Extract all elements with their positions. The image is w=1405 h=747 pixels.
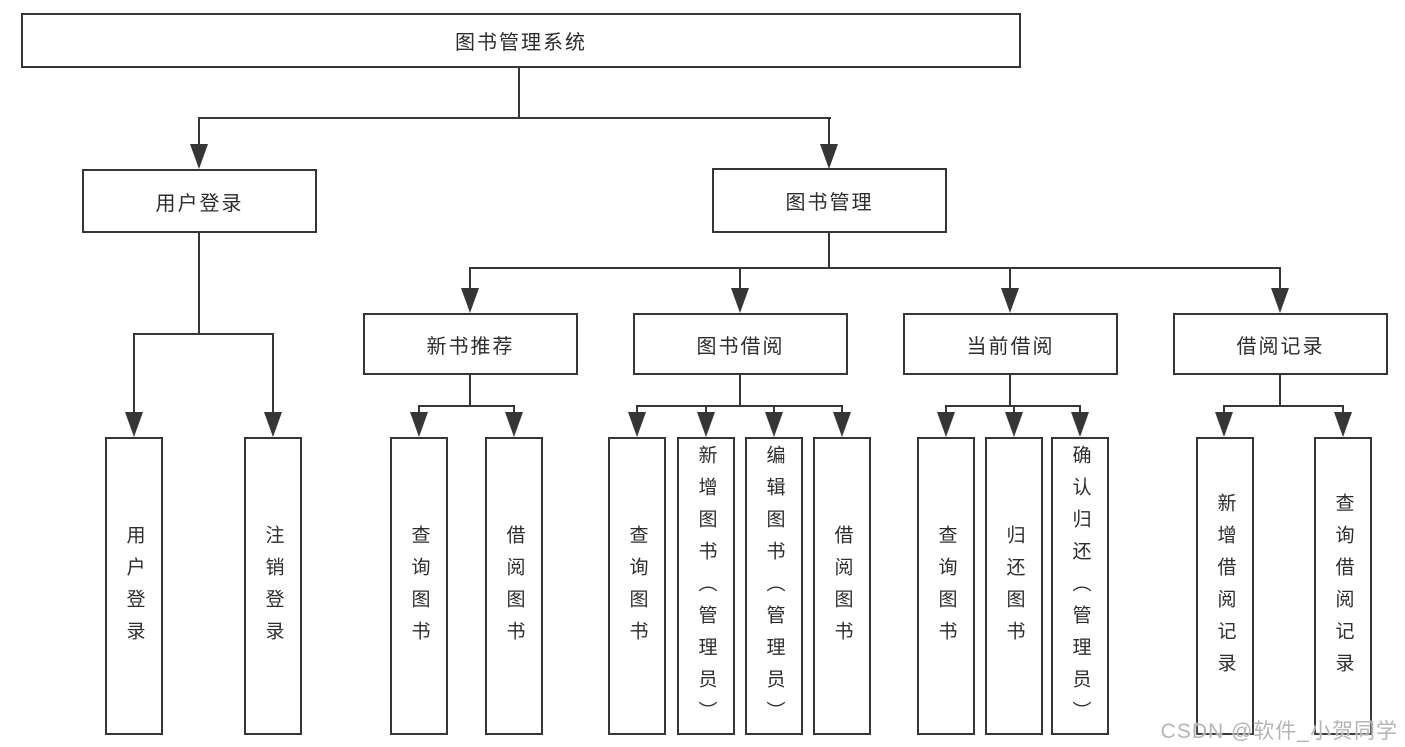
connector-drop bbox=[705, 405, 707, 414]
node-new-book-recommend: 新书推荐 bbox=[363, 313, 578, 375]
connector-rec-bus bbox=[418, 405, 515, 407]
connector-drop bbox=[1079, 405, 1081, 414]
connector-drop bbox=[828, 117, 830, 145]
arrowhead-icon bbox=[628, 412, 646, 437]
arrowhead-icon bbox=[731, 288, 749, 313]
connector-drop bbox=[198, 117, 200, 145]
connector-drop bbox=[513, 405, 515, 414]
connector-drop bbox=[841, 405, 843, 414]
arrowhead-icon bbox=[1071, 412, 1089, 437]
connector-bb-bus bbox=[636, 405, 843, 407]
node-library-management-system: 图书管理系统 bbox=[21, 13, 1021, 68]
arrowhead-icon bbox=[410, 412, 428, 437]
arrowhead-icon bbox=[1001, 288, 1019, 313]
arrowhead-icon bbox=[765, 412, 783, 437]
arrowhead-icon bbox=[1271, 288, 1289, 313]
connector-drop bbox=[1342, 405, 1344, 414]
leaf-query-books: 查询图书 bbox=[917, 437, 975, 735]
leaf-borrow-books: 借阅图书 bbox=[813, 437, 871, 735]
connector-drop bbox=[945, 405, 947, 414]
connector-bb-stub bbox=[739, 375, 741, 407]
arrowhead-icon bbox=[125, 412, 143, 437]
leaf-query-books: 查询图书 bbox=[608, 437, 666, 735]
connector-drop bbox=[469, 267, 471, 290]
leaf-query-borrow-record: 查询借阅记录 bbox=[1314, 437, 1372, 735]
connector-br-bus bbox=[1223, 405, 1344, 407]
node-book-borrowing: 图书借阅 bbox=[633, 313, 848, 375]
leaf-borrow-books: 借阅图书 bbox=[485, 437, 543, 735]
arrowhead-icon bbox=[1334, 412, 1352, 437]
arrowhead-icon bbox=[190, 144, 208, 169]
connector-rec-stub bbox=[469, 375, 471, 407]
leaf-return-books: 归还图书 bbox=[985, 437, 1043, 735]
node-current-borrowing: 当前借阅 bbox=[903, 313, 1118, 375]
connector-drop bbox=[418, 405, 420, 414]
connector-br-stub bbox=[1279, 375, 1281, 407]
connector-drop bbox=[773, 405, 775, 414]
node-user-login: 用户登录 bbox=[82, 169, 317, 233]
node-book-management: 图书管理 bbox=[712, 168, 947, 233]
connector-mgmt-stub bbox=[828, 233, 830, 269]
connector-login-bus bbox=[133, 333, 274, 335]
leaf-edit-books-admin: 编辑图书（管理员） bbox=[745, 437, 803, 735]
arrowhead-icon bbox=[1215, 412, 1233, 437]
leaf-add-borrow-record: 新增借阅记录 bbox=[1196, 437, 1254, 735]
leaf-logout: 注销登录 bbox=[244, 437, 302, 735]
arrowhead-icon bbox=[697, 412, 715, 437]
connector-root-stub bbox=[518, 67, 520, 118]
connector-drop bbox=[636, 405, 638, 414]
arrowhead-icon bbox=[937, 412, 955, 437]
arrowhead-icon bbox=[1005, 412, 1023, 437]
arrowhead-icon bbox=[505, 412, 523, 437]
leaf-confirm-return-admin: 确认归还（管理员） bbox=[1051, 437, 1109, 735]
connector-cb-stub bbox=[1009, 375, 1011, 407]
connector-drop bbox=[739, 267, 741, 290]
leaf-query-books: 查询图书 bbox=[390, 437, 448, 735]
connector-drop bbox=[1279, 267, 1281, 290]
connector-drop bbox=[1009, 267, 1011, 290]
arrowhead-icon bbox=[833, 412, 851, 437]
arrowhead-icon bbox=[461, 288, 479, 313]
arrowhead-icon bbox=[264, 412, 282, 437]
node-borrowing-records: 借阅记录 bbox=[1173, 313, 1388, 375]
connector-drop bbox=[1013, 405, 1015, 414]
connector-drop bbox=[1223, 405, 1225, 414]
connector-drop bbox=[133, 333, 135, 413]
connector-root-bus bbox=[198, 117, 831, 119]
connector-login-stub bbox=[198, 233, 200, 335]
leaf-add-books-admin: 新增图书（管理员） bbox=[677, 437, 735, 735]
watermark-text: CSDN @软件_小贺同学 bbox=[1160, 720, 1398, 743]
connector-mgmt-bus bbox=[469, 267, 1281, 269]
connector-drop bbox=[272, 333, 274, 413]
leaf-user-login: 用户登录 bbox=[105, 437, 163, 735]
arrowhead-icon bbox=[820, 144, 838, 169]
